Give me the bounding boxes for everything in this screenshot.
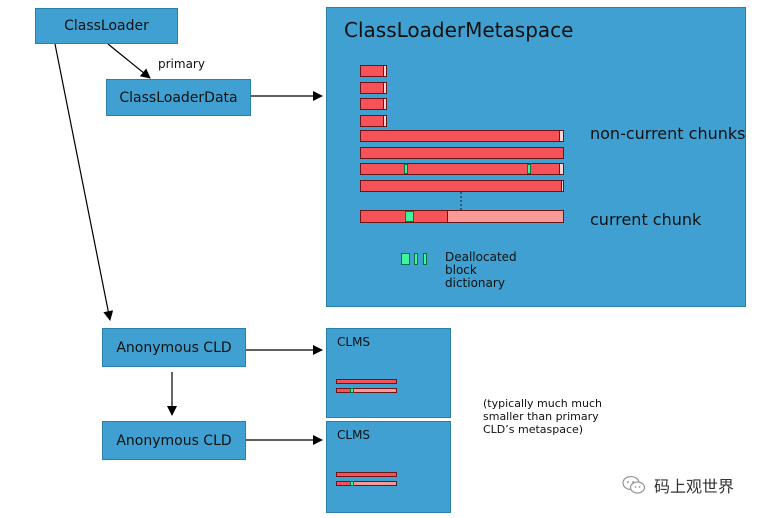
legend-block-icon bbox=[401, 253, 410, 265]
legend-line: block bbox=[445, 263, 477, 277]
anonymous-cld-label-2: Anonymous CLD bbox=[116, 432, 232, 449]
anonymous-cld-box-1: Anonymous CLD bbox=[102, 328, 246, 367]
classloaderdata-box: ClassLoaderData bbox=[106, 79, 251, 116]
large-chunk bbox=[360, 180, 564, 192]
size-note-line: (typically much much bbox=[483, 397, 602, 410]
deallocated-block bbox=[404, 164, 408, 174]
clms-chunk bbox=[336, 472, 397, 477]
size-note-line: smaller than primary bbox=[483, 410, 599, 423]
deallocated-block bbox=[350, 388, 354, 393]
small-chunk bbox=[360, 65, 387, 77]
legend-line: dictionary bbox=[445, 276, 505, 290]
clms-title-1: CLMS bbox=[337, 335, 371, 349]
small-chunk bbox=[360, 98, 387, 110]
classloader-label: ClassLoader bbox=[64, 18, 149, 34]
clms-chunk bbox=[336, 379, 397, 384]
deallocated-block bbox=[527, 164, 531, 174]
large-chunk bbox=[360, 163, 564, 175]
non-current-chunks-label: non-current chunks bbox=[590, 124, 746, 143]
small-chunk bbox=[360, 115, 387, 127]
small-chunk bbox=[360, 82, 387, 94]
legend-line: Deallocated bbox=[445, 250, 517, 264]
deallocated-block bbox=[405, 211, 414, 222]
legend-block-icon bbox=[414, 253, 418, 265]
arrow-classloader-to-anon bbox=[54, 43, 114, 321]
clms-panel-2: CLMS bbox=[326, 421, 451, 513]
anonymous-cld-label-1: Anonymous CLD bbox=[116, 339, 232, 356]
metaspace-title: ClassLoaderMetaspace bbox=[344, 18, 574, 42]
clms-panel-1: CLMS bbox=[326, 328, 451, 418]
large-chunk bbox=[360, 130, 564, 142]
large-chunk bbox=[360, 147, 564, 159]
current-chunk-label: current chunk bbox=[590, 210, 702, 229]
classloader-box: ClassLoader bbox=[35, 8, 178, 44]
deallocated-block bbox=[350, 481, 354, 486]
current-chunk-free bbox=[448, 210, 564, 223]
classloaderdata-label: ClassLoaderData bbox=[119, 89, 238, 106]
watermark: 码上观世界 bbox=[622, 474, 734, 496]
size-note-line: CLD’s metaspace) bbox=[483, 423, 584, 436]
legend-block-icon bbox=[423, 253, 427, 265]
primary-edge-label: primary bbox=[158, 57, 205, 71]
arrow-classloader-to-cld bbox=[107, 43, 151, 79]
wechat-icon bbox=[622, 475, 646, 494]
clms-title-2: CLMS bbox=[337, 428, 371, 442]
watermark-text: 码上观世界 bbox=[654, 477, 735, 496]
anonymous-cld-box-2: Anonymous CLD bbox=[102, 421, 246, 460]
current-chunk-used bbox=[360, 210, 448, 223]
